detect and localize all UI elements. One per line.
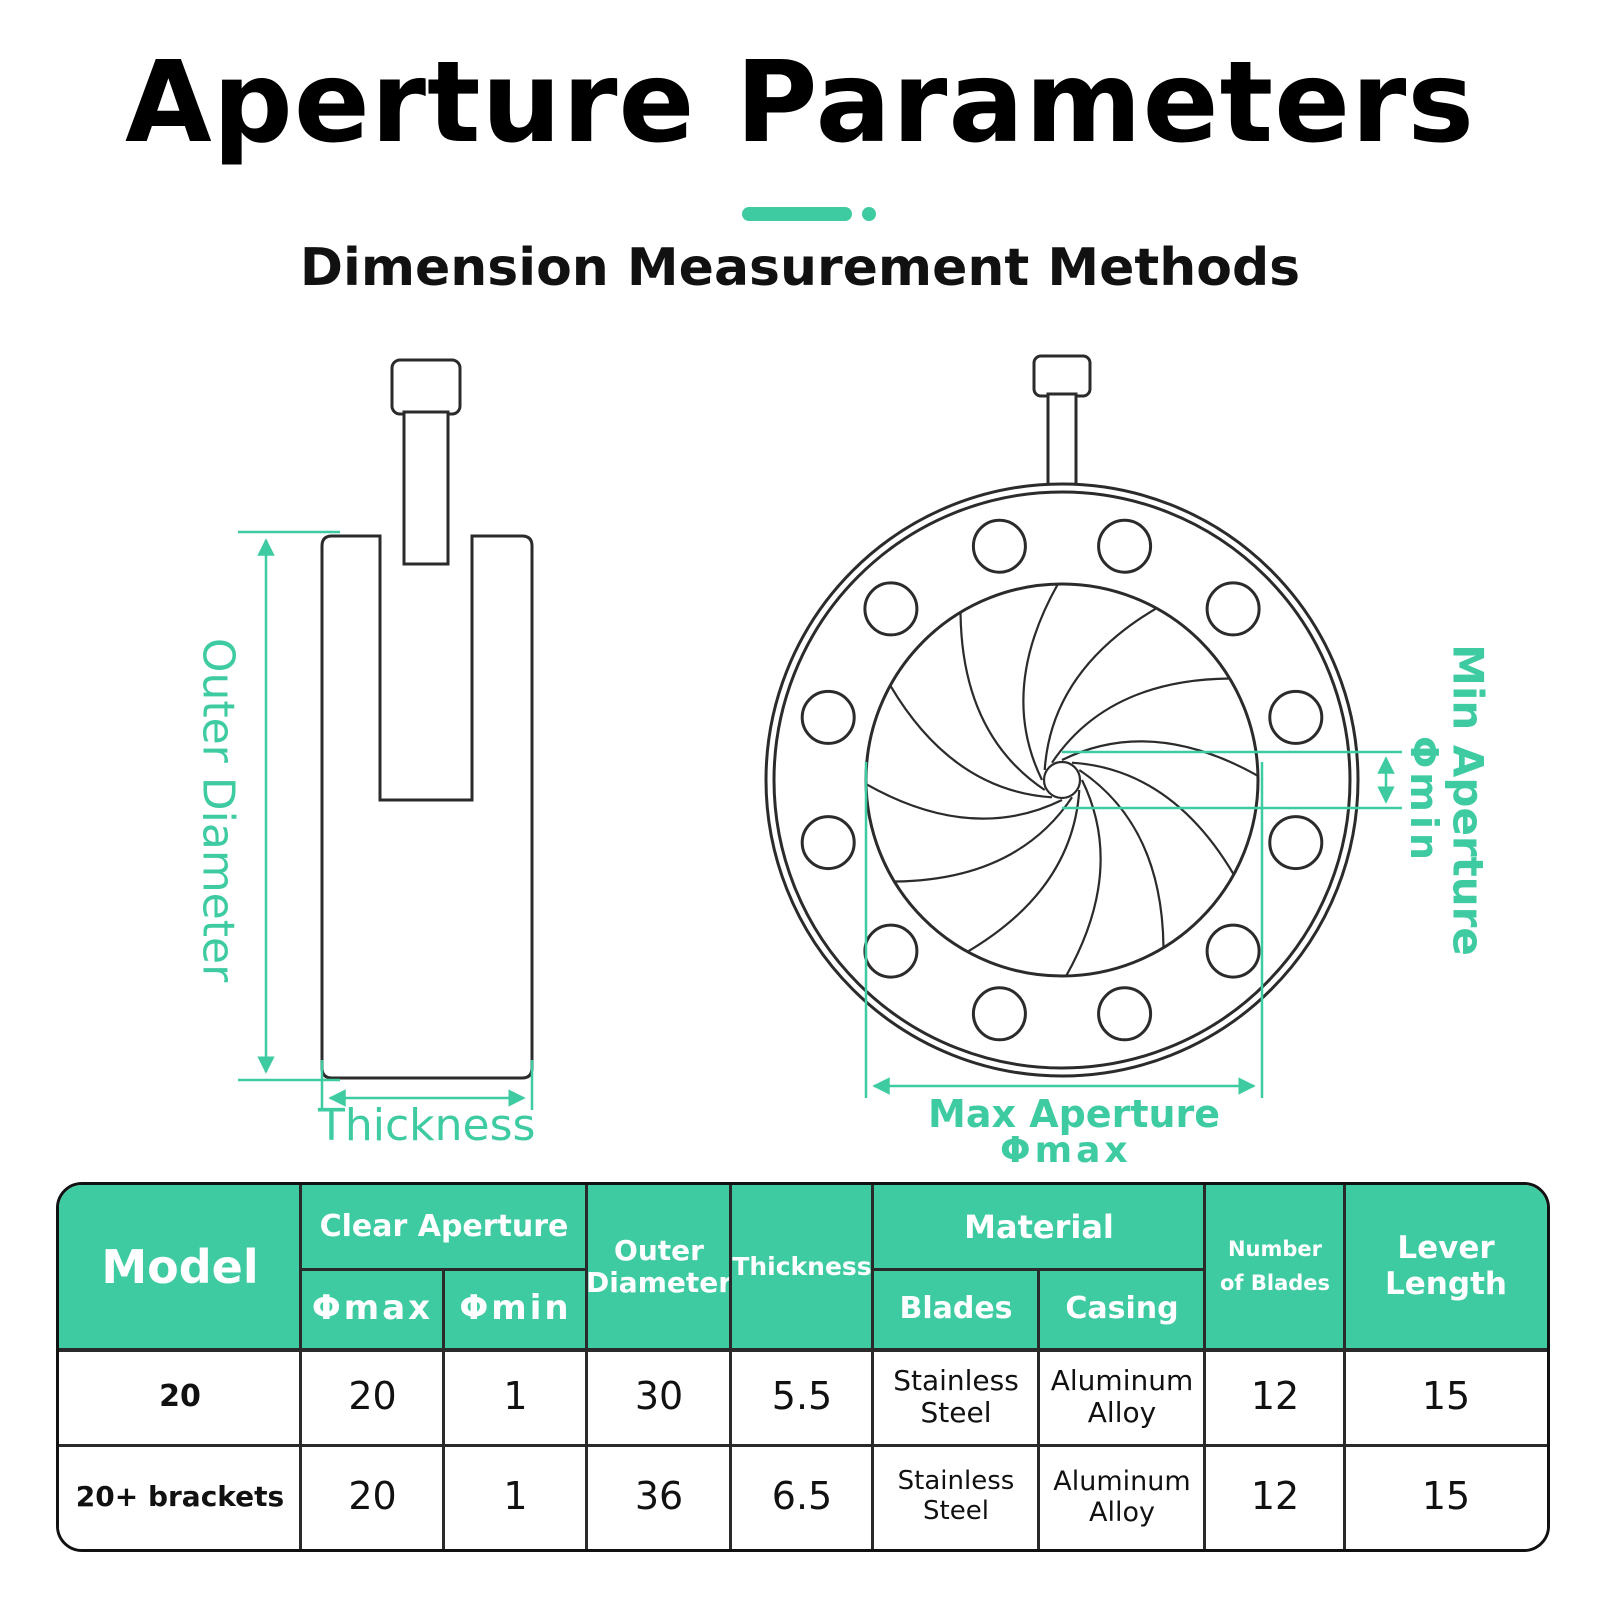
side-view-lever-shaft — [402, 410, 450, 566]
side-view — [320, 358, 534, 1080]
row2-casing: Aluminum Alloy — [1039, 1445, 1205, 1549]
min-aperture-symbol: Φmin — [1402, 736, 1446, 864]
iris-blade — [959, 612, 1046, 791]
iris-blade — [1065, 779, 1102, 977]
mounting-hole — [1268, 689, 1324, 745]
mounting-hole — [800, 689, 856, 745]
outer-ring-inner-edge — [772, 490, 1352, 1070]
max-aperture-label: Max Aperture — [928, 1092, 1221, 1136]
accent-dot — [862, 207, 876, 221]
table-divider — [871, 1185, 874, 1549]
header-phi-max: Φmax — [301, 1269, 444, 1349]
mounting-hole — [1205, 581, 1261, 637]
spec-table: Model Clear Aperture Φmax Φmin Outer Dia… — [56, 1182, 1550, 1552]
side-view-body — [320, 534, 534, 1080]
mounting-hole — [1268, 815, 1324, 871]
iris-blade — [1078, 769, 1165, 948]
header-phi-min: Φmin — [444, 1269, 587, 1349]
table-divider — [873, 1268, 1205, 1271]
iris-blade — [889, 685, 1053, 799]
iris-blade — [1071, 761, 1235, 875]
table-divider — [59, 1444, 1547, 1447]
table-divider — [585, 1185, 588, 1549]
header-number-of-blades: Number of Blades — [1205, 1185, 1345, 1349]
iris-blades — [865, 583, 1259, 977]
row1-number-of-blades: 12 — [1205, 1349, 1345, 1445]
iris-center — [1042, 760, 1082, 800]
iris-blade — [894, 796, 1073, 883]
row2-phi-min: 1 — [444, 1445, 587, 1549]
side-view-lever-knob — [390, 358, 462, 416]
header-model: Model — [59, 1185, 301, 1349]
page-title: Aperture Parameters — [124, 38, 1476, 168]
page-subtitle: Dimension Measurement Methods — [299, 238, 1301, 298]
min-aperture-label: Min Aperture — [1443, 644, 1493, 956]
header-outer-diameter: Outer Diameter — [586, 1185, 732, 1349]
front-view-dimensions — [864, 750, 1402, 1098]
row2-phi-max: 20 — [301, 1445, 444, 1549]
row2-blades: Stainless Steel — [873, 1445, 1039, 1549]
row2-lever-length: 15 — [1345, 1445, 1547, 1549]
header-lever-length: Lever Length — [1345, 1185, 1547, 1349]
row1-casing: Aluminum Alloy — [1039, 1349, 1205, 1445]
row2-thickness: 6.5 — [731, 1445, 873, 1549]
table-divider — [1203, 1185, 1206, 1549]
mounting-hole — [800, 815, 856, 871]
side-view-dimensions — [238, 530, 534, 1110]
front-view-lever-shaft — [1046, 392, 1078, 488]
dimension-diagram — [238, 354, 1402, 1110]
thickness-label: Thickness — [318, 1100, 536, 1151]
iris-blade — [967, 789, 1081, 953]
table-divider — [301, 1268, 587, 1271]
mounting-hole — [971, 518, 1027, 574]
header-thickness: Thickness — [731, 1185, 873, 1349]
table-divider — [442, 1269, 445, 1549]
front-view — [764, 354, 1360, 1078]
row1-phi-max: 20 — [301, 1349, 444, 1445]
row1-outer-diameter: 30 — [587, 1349, 731, 1445]
iris-blade — [865, 783, 1063, 820]
header-casing: Casing — [1039, 1269, 1205, 1349]
row2-outer-diameter: 36 — [587, 1445, 731, 1549]
max-aperture-symbol: Φmax — [1000, 1130, 1132, 1171]
iris-blade — [1051, 677, 1230, 764]
row1-blades: Stainless Steel — [873, 1349, 1039, 1445]
iris-blade — [1043, 607, 1157, 771]
header-clear-aperture: Clear Aperture — [301, 1185, 587, 1269]
table-divider — [299, 1185, 302, 1549]
mounting-hole — [1097, 986, 1153, 1042]
iris-blade — [1022, 583, 1059, 781]
table-divider — [59, 1348, 1547, 1352]
header-material: Material — [873, 1185, 1205, 1269]
accent-bar — [742, 207, 852, 221]
row1-phi-min: 1 — [444, 1349, 587, 1445]
outer-diameter-label: Outer Diameter — [192, 637, 244, 983]
outer-ring — [764, 482, 1360, 1078]
table-divider — [1037, 1269, 1040, 1549]
mounting-hole — [1205, 923, 1261, 979]
table-divider — [1343, 1185, 1346, 1549]
mounting-hole — [971, 986, 1027, 1042]
row1-thickness: 5.5 — [731, 1349, 873, 1445]
row1-model: 20 — [59, 1349, 301, 1445]
table-divider — [729, 1185, 732, 1549]
header-blades: Blades — [873, 1269, 1039, 1349]
mounting-hole — [1097, 518, 1153, 574]
mounting-hole — [863, 581, 919, 637]
front-view-lever-knob — [1032, 354, 1092, 398]
row2-model: 20+ brackets — [59, 1445, 301, 1549]
row1-lever-length: 15 — [1345, 1349, 1547, 1445]
row2-number-of-blades: 12 — [1205, 1445, 1345, 1549]
